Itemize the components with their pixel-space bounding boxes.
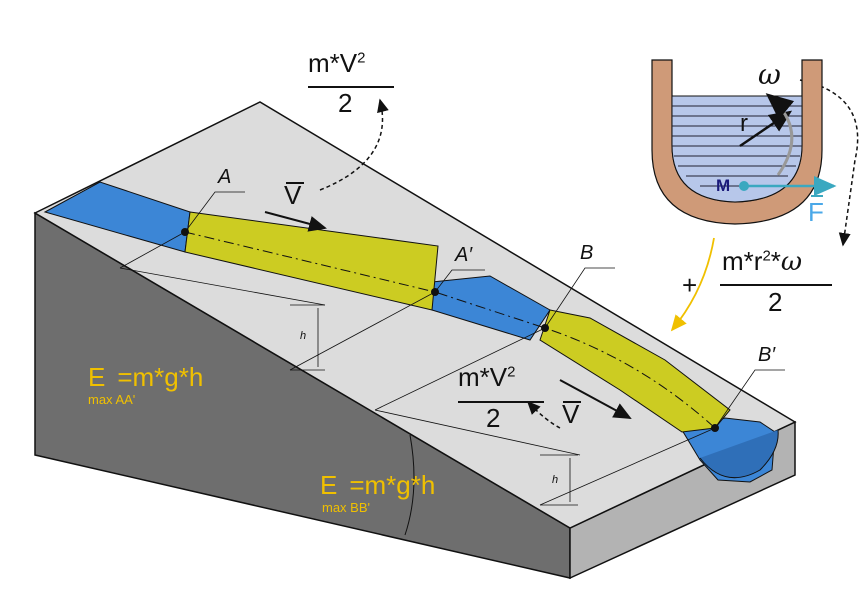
label-point-b-prime: B′ — [758, 344, 776, 366]
leader-a — [184, 191, 245, 233]
dashed-arrow-omega — [799, 79, 859, 247]
velocity-arrow-top — [264, 211, 327, 232]
rotational-fraction-line — [720, 284, 832, 286]
label-point-a: A — [218, 166, 232, 188]
kinetic-mid-fraction-line — [458, 401, 544, 403]
channel-end-cutout — [699, 429, 779, 479]
velocity-arrow-mid — [559, 379, 632, 419]
construction-line-5 — [374, 409, 581, 456]
kinetic-top-fraction-line — [308, 86, 394, 88]
rotation-arrow — [765, 93, 795, 176]
label-point-b: B — [580, 242, 594, 264]
energy-bb-formula: E=m*g*h — [320, 470, 436, 500]
construction-line-6 — [539, 427, 716, 506]
energy-aa-formula: E=m*g*h — [88, 362, 204, 392]
leader-a-prime — [434, 269, 485, 293]
dashed-arrow-kinetic-top — [319, 98, 389, 191]
construction-line-3 — [289, 291, 436, 371]
leader-b-prime — [714, 369, 785, 429]
vessel-radius-label: r — [740, 110, 748, 137]
vessel-mass-label: M — [716, 176, 731, 195]
rotational-plus: + — [682, 270, 698, 300]
energy-aa-subscript: max AA' — [88, 392, 136, 407]
construction-line-2 — [119, 267, 326, 306]
segment-aa-prime — [184, 211, 439, 311]
leader-b — [544, 267, 615, 329]
energy-bb-subscript: max BB' — [322, 500, 370, 515]
kinetic-mid-denominator: 2 — [486, 403, 501, 433]
kinetic-top-denominator: 2 — [338, 88, 353, 118]
rotational-numerator: m*r2*ω — [722, 246, 803, 277]
slope-angle-arc — [404, 434, 415, 536]
construction-line-4 — [374, 327, 546, 411]
yellow-arrow — [670, 237, 715, 332]
rotational-denominator: 2 — [768, 287, 783, 317]
kinetic-top-numerator: m*V2 — [308, 48, 366, 78]
velocity-top-label: V — [284, 180, 302, 210]
construction-line-1 — [119, 231, 186, 269]
velocity-mid-label: V — [562, 399, 580, 429]
kinetic-mid-numerator: m*V2 — [458, 362, 516, 392]
slope-surface — [33, 101, 797, 529]
label-point-a-prime: A′ — [455, 244, 473, 266]
height-label-2: h — [552, 474, 559, 486]
dashed-arrow-kinetic-mid — [526, 400, 561, 429]
vessel-force-label: F — [808, 197, 824, 227]
vessel-omega-label: ω — [758, 58, 781, 91]
height-label-1: h — [300, 330, 307, 342]
